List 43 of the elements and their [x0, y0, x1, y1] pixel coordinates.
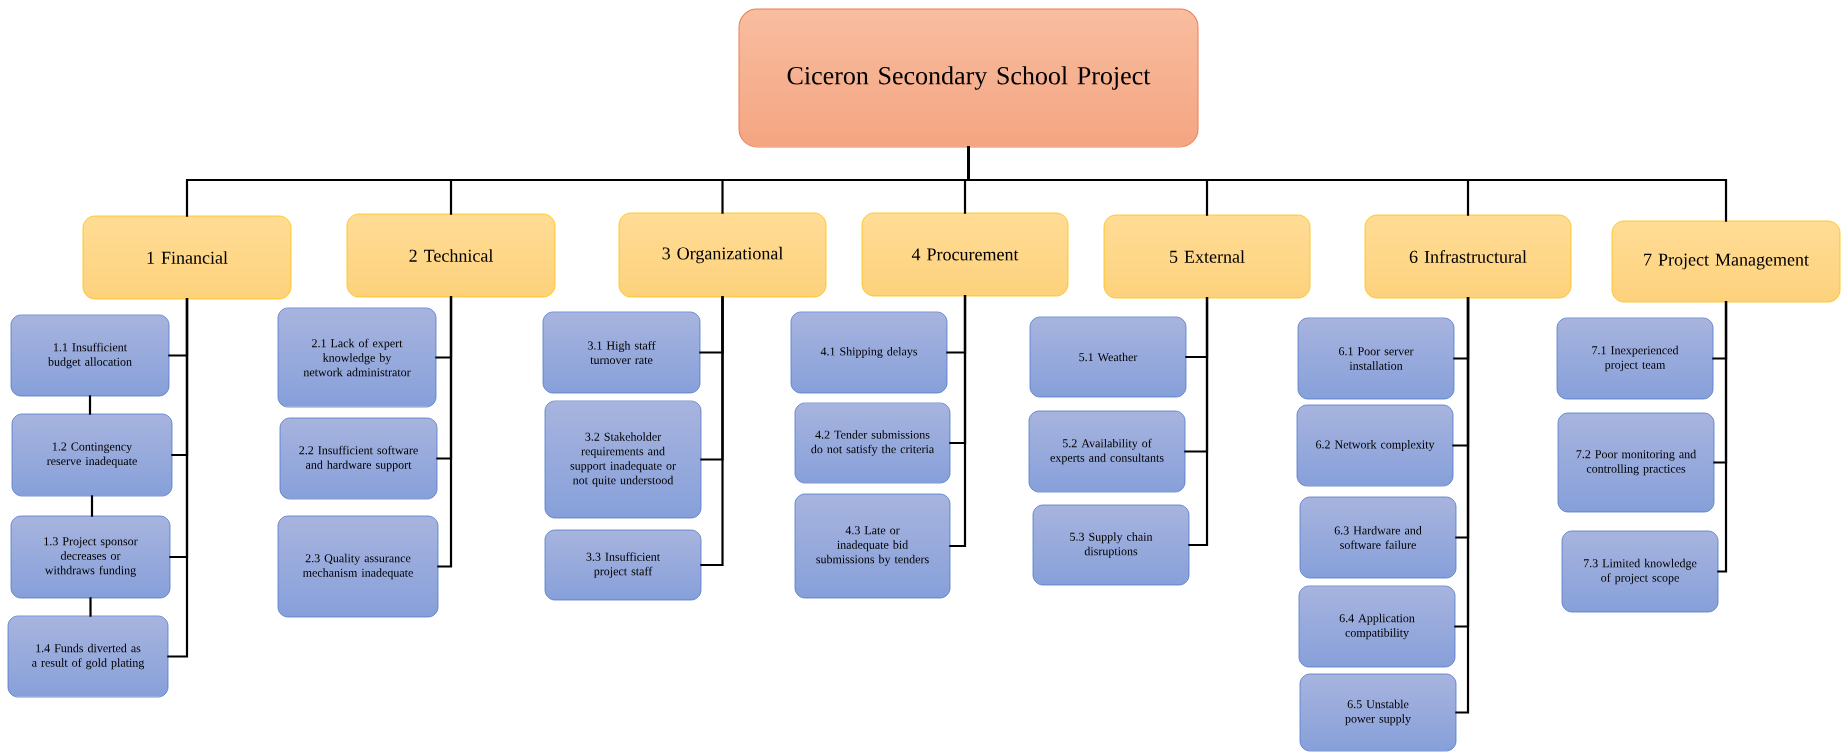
risk-box: 1.4 Funds diverted as a result of gold plating	[7, 615, 169, 698]
category-box: 1 Financial	[82, 215, 292, 300]
risk-box: 7.1 Inexperienced project team	[1556, 317, 1714, 400]
risk-box: 1.1 Insufficient budget allocation	[10, 314, 170, 397]
risk-box: 2.3 Quality assurance mechanism inadequate	[277, 515, 439, 618]
risk-box: 6.2 Network complexity	[1296, 404, 1454, 487]
risk-box: 7.2 Poor monitoring and controlling practices	[1557, 412, 1715, 513]
risk-box: 4.1 Shipping delays	[790, 311, 948, 394]
risk-box: 6.3 Hardware and software failure	[1299, 496, 1457, 579]
risk-box: 1.3 Project sponsor decreases or withdraws funding	[10, 515, 171, 599]
category-box: 7 Project Management	[1611, 220, 1841, 303]
category-box: 4 Procurement	[861, 212, 1069, 297]
risk-box: 4.3 Late or inadequate bid submissions by tenders	[794, 493, 951, 599]
connector-line	[437, 296, 453, 568]
risk-box: 5.1 Weather	[1029, 316, 1187, 398]
risk-box: 4.2 Tender submissions do not satisfy the criteria	[794, 402, 951, 484]
connector-line	[1717, 301, 1728, 573]
connector-line	[949, 295, 967, 548]
risk-box: 5.2 Availability of experts and consultants	[1028, 410, 1186, 493]
risk-box: 3.3 Insufficient project staff	[544, 529, 702, 601]
connector-line	[1455, 297, 1470, 714]
risk-box: 2.2 Insufficient software and hardware support	[279, 417, 438, 500]
risk-box: 1.2 Contingency reserve inadequate	[11, 413, 173, 497]
risk-box: 6.5 Unstable power supply	[1299, 673, 1457, 752]
risk-box: 6.1 Poor server installation	[1297, 317, 1455, 400]
connector-line	[700, 296, 724, 567]
risk-box: 3.1 High staff turnover rate	[542, 311, 701, 394]
category-box: 6 Infrastructural	[1364, 214, 1572, 299]
connector-line	[88, 395, 92, 415]
risk-box: 7.3 Limited knowledge of project scope	[1561, 530, 1719, 613]
risk-box: 5.3 Supply chain disruptions	[1032, 504, 1190, 586]
connector-line	[1188, 297, 1209, 547]
category-box: 5 External	[1103, 214, 1311, 299]
category-box: 3 Organizational	[618, 212, 827, 298]
category-box: 2 Technical	[346, 213, 556, 298]
connector-line	[90, 495, 94, 517]
risk-box: 6.4 Application compatibility	[1298, 585, 1456, 668]
connector-line	[167, 298, 189, 658]
connector-line	[967, 146, 1728, 222]
risk-box: 3.2 Stakeholder requirements and support inadequate or not quite understood	[544, 400, 702, 519]
risk-box: 2.1 Lack of expert knowledge by network administrator	[277, 307, 437, 408]
root-box: Ciceron Secondary School Project	[738, 8, 1199, 148]
connector-line	[89, 597, 92, 617]
